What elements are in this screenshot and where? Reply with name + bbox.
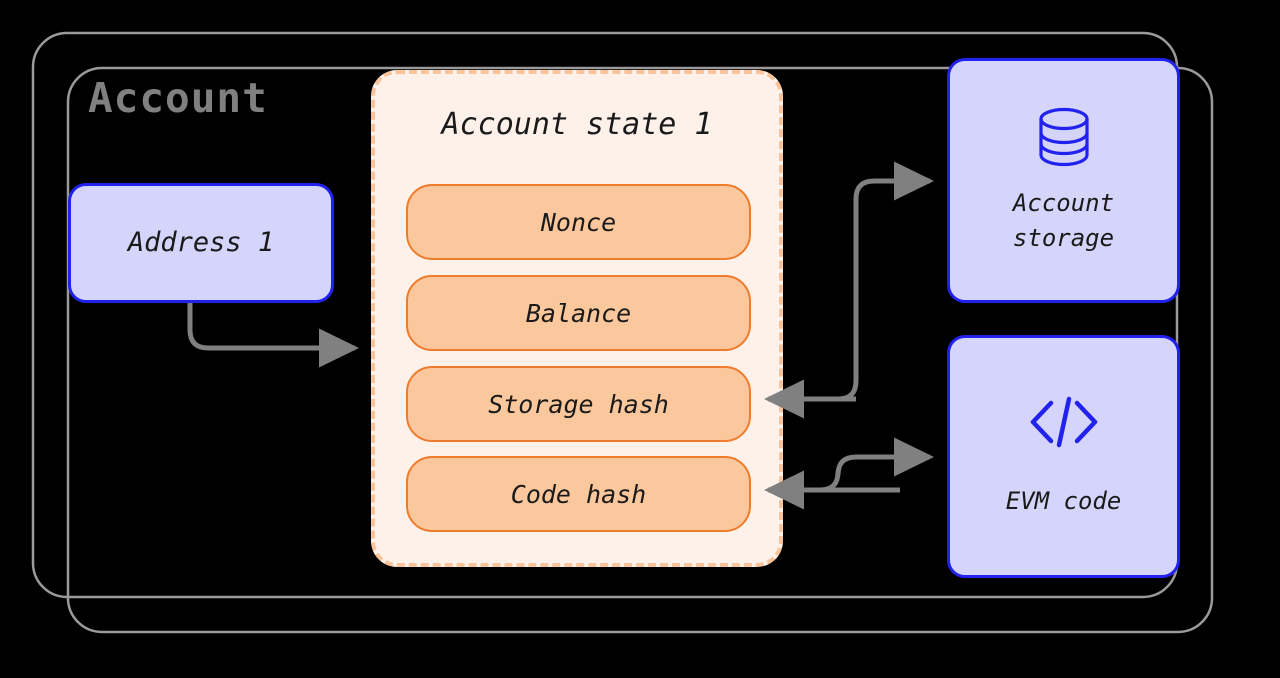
evm-code-label: EVM code	[1005, 487, 1122, 516]
connector-address-to-account-state	[187, 303, 360, 368]
database-icon	[1036, 106, 1092, 168]
account-state-panel[interactable]: Account state 1 Nonce Balance Storage ha…	[371, 70, 783, 567]
evm-code-box[interactable]: EVM code	[947, 335, 1180, 578]
account-storage-label: Account storage	[1012, 188, 1115, 252]
account-storage-box[interactable]: Account storage	[947, 58, 1180, 303]
connector-storage-hash-to-account-storage	[786, 161, 935, 402]
connector-code-hash-to-evm-code	[786, 437, 935, 493]
address-box[interactable]: Address 1	[68, 183, 334, 303]
page-title: Account	[88, 74, 268, 122]
code-brackets-icon	[1027, 394, 1101, 450]
field-pill-nonce[interactable]: Nonce	[406, 184, 751, 260]
field-pill-storage-hash[interactable]: Storage hash	[406, 366, 751, 442]
field-pill-code-hash[interactable]: Code hash	[406, 456, 751, 532]
field-pill-balance[interactable]: Balance	[406, 275, 751, 351]
address-box-label: Address 1	[127, 227, 275, 259]
account-state-title: Account state 1	[441, 107, 713, 142]
